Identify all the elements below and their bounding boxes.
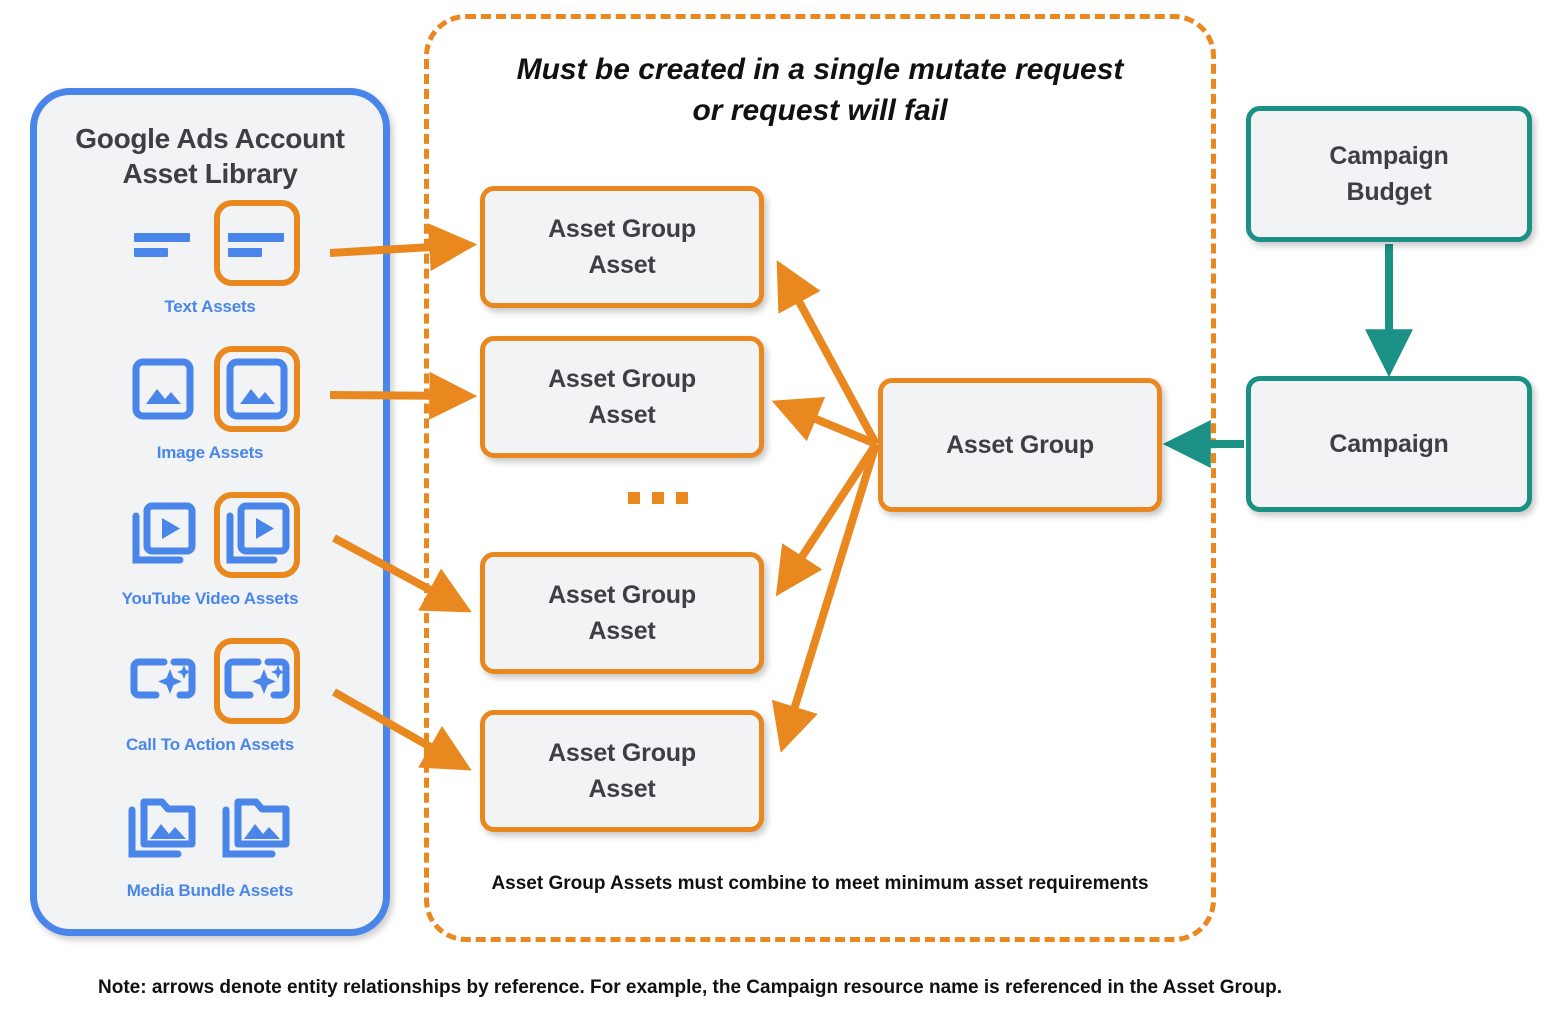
asset-icons-video [37, 483, 383, 587]
asset-group-asset-box-1[interactable]: Asset Group Asset [480, 186, 764, 308]
ellipsis-dot-1 [628, 492, 640, 504]
aga-4-line2: Asset [588, 775, 656, 803]
campaign-budget-line1: Campaign [1329, 141, 1449, 170]
asset-row-text: Text Assets [37, 191, 383, 337]
campaign-budget-box[interactable]: Campaign Budget [1246, 106, 1532, 242]
text-asset-icon [120, 200, 206, 286]
youtube-video-asset-icon-selected[interactable] [214, 492, 300, 578]
ellipsis-dot-2 [652, 492, 664, 504]
call-to-action-asset-icon [120, 638, 206, 724]
image-asset-icon [120, 346, 206, 432]
minimum-asset-requirements-note: Asset Group Assets must combine to meet … [491, 873, 1149, 894]
campaign-budget-line2: Budget [1346, 178, 1432, 206]
asset-label-video: YouTube Video Assets [121, 589, 299, 608]
call-to-action-asset-icon-selected[interactable] [214, 638, 300, 724]
asset-row-video: YouTube Video Assets [37, 483, 383, 629]
mutate-request-header: Must be created in a single mutate reque… [434, 50, 1206, 131]
asset-group-asset-box-3[interactable]: Asset Group Asset [480, 552, 764, 674]
footer-note: Note: arrows denote entity relationships… [98, 977, 1282, 998]
panel-title-line1: Google Ads Account [75, 123, 345, 154]
aga-2-line2: Asset [588, 401, 656, 429]
panel-title: Google Ads Account Asset Library [37, 121, 383, 191]
media-bundle-asset-icon [120, 784, 206, 870]
aga-4-line1: Asset Group [548, 738, 696, 767]
aga-1-line2: Asset [588, 251, 656, 279]
asset-row-media-bundle: Media Bundle Assets [37, 775, 383, 921]
asset-icons-media-bundle [37, 775, 383, 879]
ellipsis-dot-3 [676, 492, 688, 504]
text-asset-icon-selected[interactable] [214, 200, 300, 286]
aga-1-line1: Asset Group [548, 214, 696, 243]
media-bundle-asset-icon-2 [214, 784, 300, 870]
asset-icons-text [37, 191, 383, 295]
campaign-label: Campaign [1329, 429, 1449, 458]
asset-group-label: Asset Group [946, 430, 1094, 459]
aga-2-line1: Asset Group [548, 364, 696, 393]
asset-row-image: Image Assets [37, 337, 383, 483]
asset-library-panel: Google Ads Account Asset Library [30, 88, 390, 936]
asset-icons-cta [37, 629, 383, 733]
asset-group-asset-box-2[interactable]: Asset Group Asset [480, 336, 764, 458]
asset-group-asset-ellipsis [628, 492, 688, 504]
asset-group-box[interactable]: Asset Group [878, 378, 1162, 512]
asset-group-asset-box-4[interactable]: Asset Group Asset [480, 710, 764, 832]
mutate-header-line2: or request will fail [692, 93, 948, 127]
youtube-video-asset-icon [120, 492, 206, 578]
asset-label-media-bundle: Media Bundle Assets [126, 881, 294, 900]
campaign-box[interactable]: Campaign [1246, 376, 1532, 512]
panel-title-line2: Asset Library [122, 158, 298, 189]
mutate-header-line1: Must be created in a single mutate reque… [516, 53, 1124, 86]
image-asset-icon-selected[interactable] [214, 346, 300, 432]
asset-label-cta: Call To Action Assets [125, 735, 295, 754]
asset-icons-image [37, 337, 383, 441]
aga-3-line1: Asset Group [548, 580, 696, 609]
aga-3-line2: Asset [588, 617, 656, 645]
asset-row-cta: Call To Action Assets [37, 629, 383, 775]
asset-label-text: Text Assets [164, 297, 256, 316]
asset-label-image: Image Assets [156, 443, 264, 462]
